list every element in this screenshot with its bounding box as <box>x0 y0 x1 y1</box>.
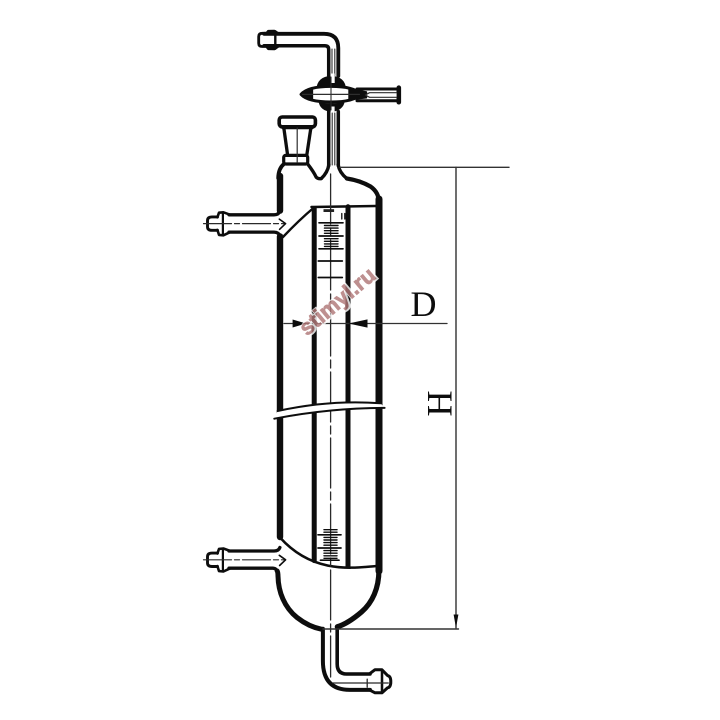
svg-text:H: H <box>420 391 460 417</box>
svg-text:D: D <box>411 284 437 324</box>
